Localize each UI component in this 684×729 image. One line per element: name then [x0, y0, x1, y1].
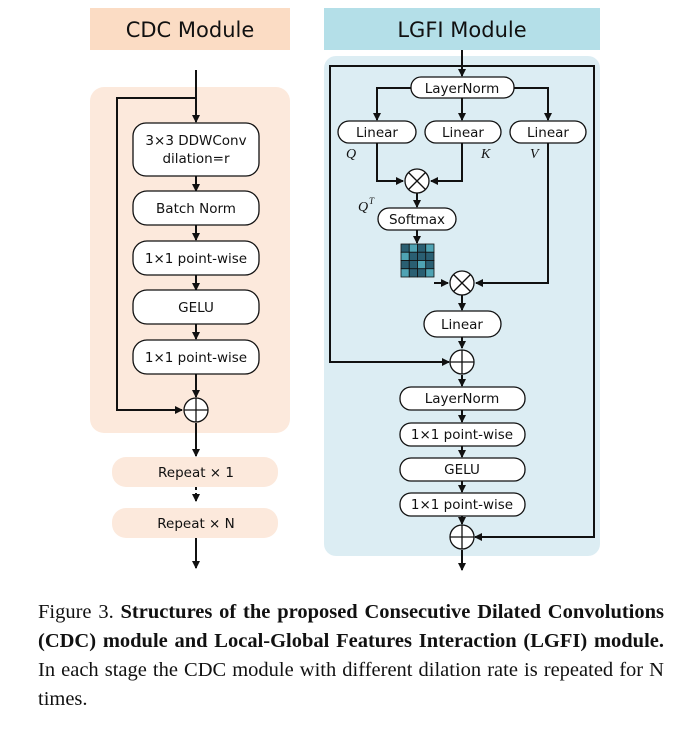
matrix-cell	[417, 251, 427, 261]
caption-rest: In each stage the CDC module with differ…	[38, 659, 664, 710]
lgfi-linear-out: Linear	[423, 310, 502, 338]
attention-matrix-icon	[400, 243, 435, 278]
figure-caption: Figure 3. Structures of the proposed Con…	[38, 598, 664, 714]
svg-text:Linear: Linear	[442, 125, 484, 141]
cdc-title: CDC Module	[126, 18, 255, 42]
cdc-dwconv-block: 3×3 DDWConv dilation=r	[132, 122, 260, 177]
svg-text:GELU: GELU	[178, 300, 214, 316]
caption-bold: Structures of the proposed Consecutive D…	[38, 601, 664, 652]
svg-text:Linear: Linear	[527, 125, 569, 141]
label-qt: Q	[358, 200, 368, 215]
matrix-cell	[408, 268, 418, 278]
matrix-cell	[408, 260, 418, 270]
svg-text:LayerNorm: LayerNorm	[425, 391, 499, 407]
matrix-cell	[425, 268, 435, 278]
lgfi-header	[324, 8, 600, 50]
cdc-batchnorm-block: Batch Norm	[132, 190, 260, 226]
matrix-cell	[408, 243, 418, 253]
label-q: Q	[346, 147, 356, 162]
svg-text:GELU: GELU	[444, 462, 480, 478]
matrix-cell	[400, 251, 410, 261]
matrix-cell	[400, 260, 410, 270]
lgfi-linear-q: Linear	[337, 120, 417, 144]
lgfi-linear-k: Linear	[424, 120, 502, 144]
label-v: V	[530, 147, 540, 162]
lgfi-matmul-2	[449, 270, 475, 296]
svg-text:LayerNorm: LayerNorm	[425, 81, 499, 97]
lgfi-layernorm-top: LayerNorm	[410, 76, 515, 99]
repeat-n-block: Repeat × N	[112, 508, 278, 538]
lgfi-add-2	[449, 524, 475, 550]
lgfi-softmax: Softmax	[377, 207, 457, 231]
svg-text:Batch Norm: Batch Norm	[156, 201, 236, 217]
svg-text:1×1 point-wise: 1×1 point-wise	[411, 497, 513, 513]
cdc-add-node	[183, 397, 209, 423]
svg-text:Repeat × 1: Repeat × 1	[158, 465, 234, 481]
lgfi-matmul-1	[404, 168, 430, 194]
lgfi-gelu: GELU	[399, 457, 526, 482]
matrix-cell	[408, 251, 418, 261]
lgfi-add-1	[449, 349, 475, 375]
cdc-dilation-label: dilation=r	[162, 151, 230, 167]
matrix-cell	[400, 243, 410, 253]
cdc-pointwise2-block: 1×1 point-wise	[132, 339, 260, 375]
cdc-gelu-block: GELU	[132, 289, 260, 325]
svg-text:1×1 point-wise: 1×1 point-wise	[145, 350, 247, 366]
lgfi-title: LGFI Module	[397, 18, 526, 42]
svg-text:1×1 point-wise: 1×1 point-wise	[411, 427, 513, 443]
matrix-cell	[425, 243, 435, 253]
svg-text:1×1 point-wise: 1×1 point-wise	[145, 251, 247, 267]
lgfi-linear-v: Linear	[509, 120, 587, 144]
caption-figure-number: Figure 3.	[38, 601, 114, 623]
matrix-cell	[417, 243, 427, 253]
svg-text:Linear: Linear	[441, 317, 483, 333]
matrix-cell	[417, 260, 427, 270]
cdc-dwconv-label: 3×3 DDWConv	[145, 133, 246, 149]
matrix-cell	[425, 251, 435, 261]
label-k: K	[480, 147, 491, 162]
label-qt-sup: T	[369, 196, 375, 206]
matrix-cell	[400, 268, 410, 278]
cdc-header	[90, 8, 290, 50]
lgfi-layernorm-bottom: LayerNorm	[399, 386, 526, 411]
lgfi-pointwise-2: 1×1 point-wise	[399, 492, 526, 517]
cdc-pointwise1-block: 1×1 point-wise	[132, 240, 260, 276]
matrix-cell	[417, 268, 427, 278]
svg-text:Repeat × N: Repeat × N	[157, 516, 235, 532]
repeat-first-block: Repeat × 1	[112, 457, 278, 487]
svg-text:Linear: Linear	[356, 125, 398, 141]
lgfi-pointwise-1: 1×1 point-wise	[399, 422, 526, 447]
architecture-diagram: CDC Module 3×3 DDWConv dilation=r Batch …	[90, 8, 600, 571]
matrix-cell	[425, 260, 435, 270]
svg-text:Softmax: Softmax	[389, 212, 445, 228]
